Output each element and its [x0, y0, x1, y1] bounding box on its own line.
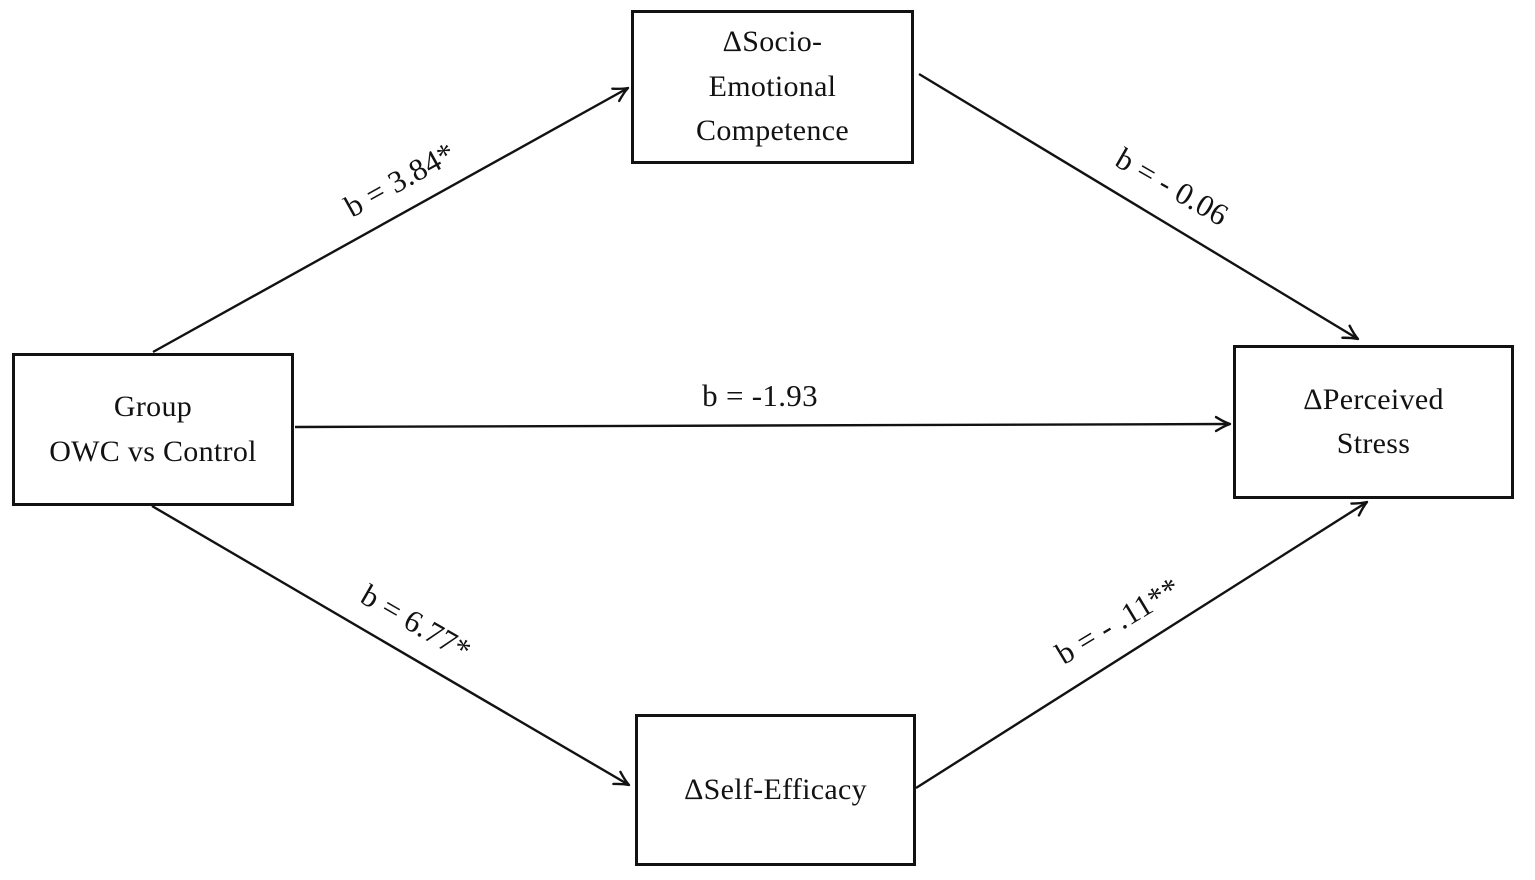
node-socio-emotional-competence: ΔSocio- Emotional Competence [631, 10, 914, 164]
path-coefficient-group-to-stress: b = -1.93 [702, 378, 818, 413]
arrow-group-to-self-efficacy [151, 504, 631, 787]
arrow-self-efficacy-to-stress [915, 500, 1369, 790]
node-perceived-stress: ΔPerceived Stress [1233, 345, 1514, 499]
arrow-group-to-stress [294, 415, 1232, 433]
node-self-efficacy: ΔSelf-Efficacy [635, 714, 916, 866]
node-perceived-stress-label: ΔPerceived Stress [1303, 382, 1444, 460]
node-group: Group OWC vs Control [12, 353, 294, 506]
node-group-label: Group OWC vs Control [49, 390, 257, 468]
arrow-group-to-sec [152, 86, 630, 354]
node-self-efficacy-label: ΔSelf-Efficacy [684, 772, 867, 806]
arrow-sec-to-stress [918, 72, 1360, 341]
node-socio-emotional-competence-label: ΔSocio- Emotional Competence [696, 25, 849, 148]
